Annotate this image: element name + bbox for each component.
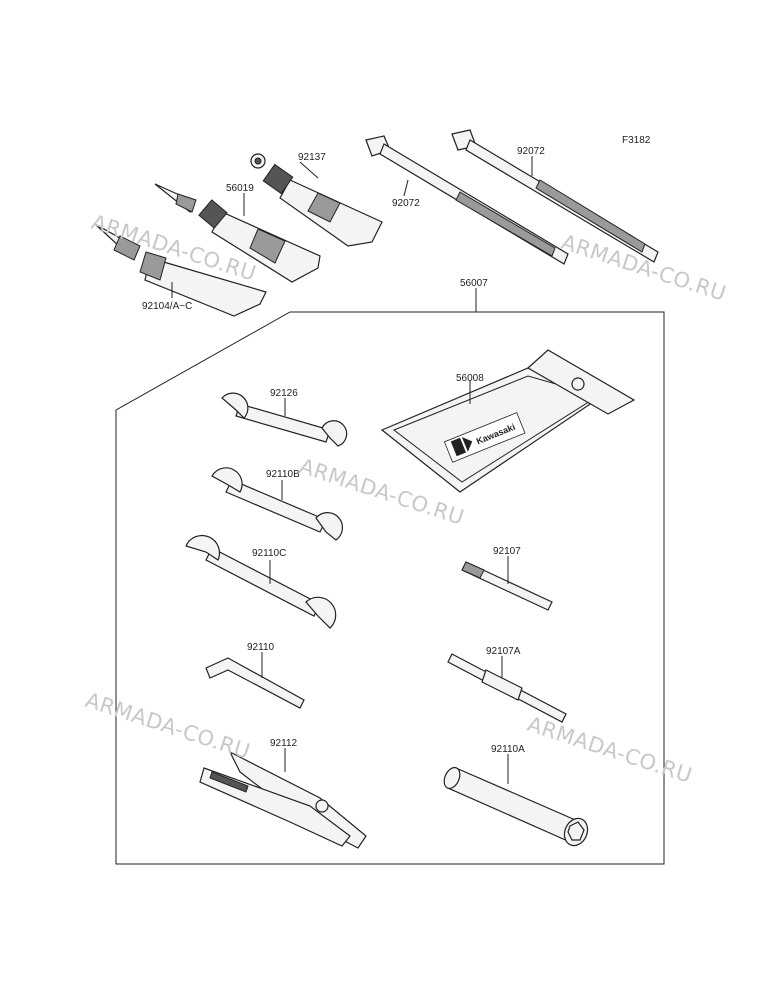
wrench-92110c [185, 534, 337, 629]
screwdriver-92107 [461, 561, 553, 611]
label-92110a: 92110A [491, 744, 525, 755]
figure-code: F3182 [622, 135, 651, 146]
label-56007: 56007 [460, 278, 488, 289]
pliers-92112 [199, 750, 367, 849]
label-92107: 92107 [493, 546, 521, 557]
watermark: ARMADA-CO.RU [82, 688, 253, 764]
hex-key-92110 [205, 657, 305, 709]
watermark: ARMADA-CO.RU [524, 712, 695, 788]
strap-left-92072 [365, 135, 569, 265]
tube-92104 [94, 223, 267, 317]
strap-right-92072 [451, 129, 659, 263]
wrench-92126 [221, 392, 348, 447]
tool-pouch-56008: Kawasaki [380, 349, 636, 493]
label-92110: 92110 [247, 642, 275, 653]
watermark: ARMADA-CO.RU [558, 230, 729, 306]
label-92110b: 92110B [266, 469, 300, 480]
label-92107a: 92107A [486, 646, 521, 657]
label-92104: 92104/A~C [142, 301, 192, 312]
label-92072-left: 92072 [392, 198, 420, 209]
label-92110c: 92110C [252, 548, 286, 559]
grease-tube-92137 [250, 153, 383, 247]
screwdriver-92107a [447, 653, 567, 723]
label-92112: 92112 [270, 738, 298, 749]
label-56008: 56008 [456, 373, 484, 384]
sealant-tube-56019 [154, 183, 321, 283]
label-92137: 92137 [298, 152, 326, 163]
label-92072-right: 92072 [517, 146, 545, 157]
socket-wrench-92110a [443, 766, 589, 847]
label-56019: 56019 [226, 183, 254, 194]
tool-kit-outline [115, 311, 665, 865]
label-92126: 92126 [270, 388, 298, 399]
wrench-92110b [211, 467, 344, 541]
